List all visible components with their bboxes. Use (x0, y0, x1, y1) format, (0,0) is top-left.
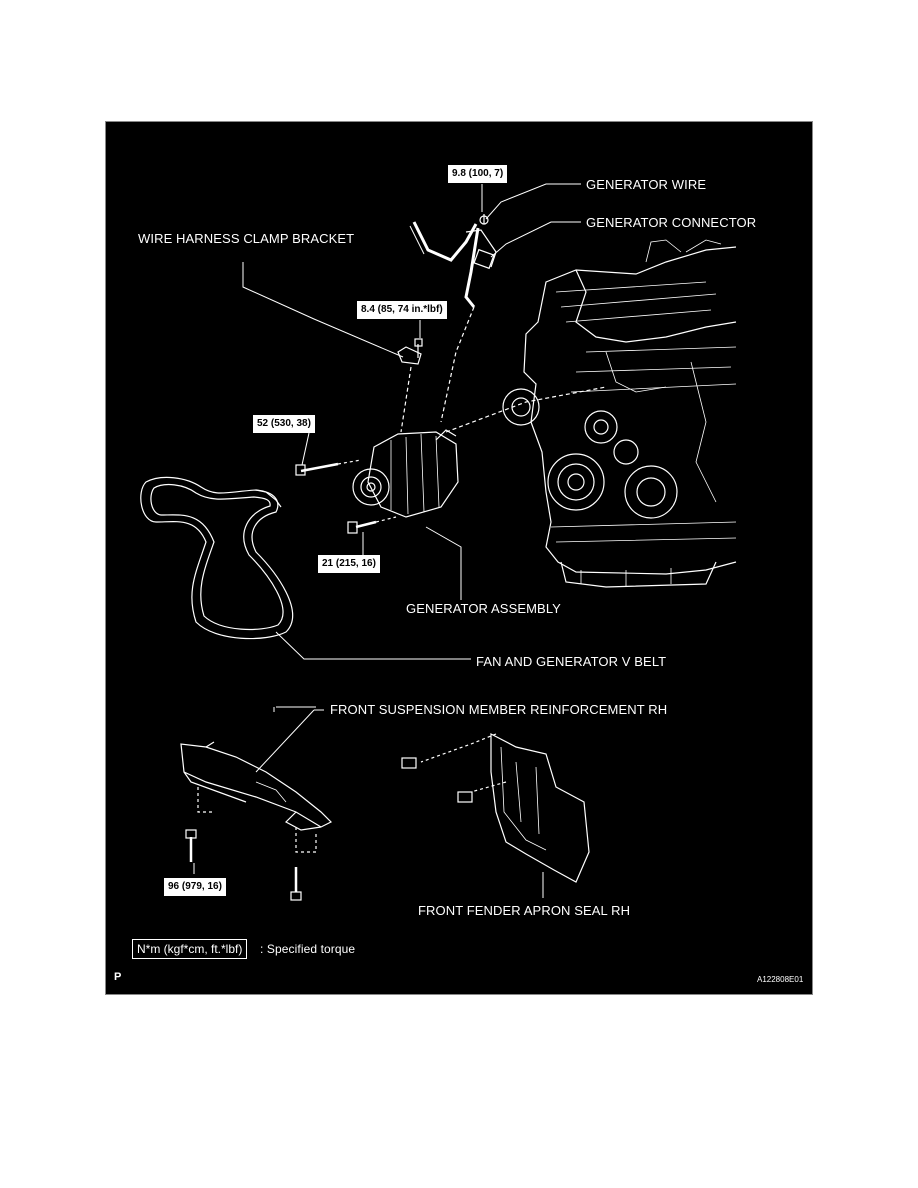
torque-lower-bolt: 21 (215, 16) (318, 555, 380, 573)
clamp-bracket-illustration (397, 338, 423, 433)
wire-harness-clamp-bracket-label: WIRE HARNESS CLAMP BRACKET (138, 231, 355, 246)
torque-generator-wire-nut: 9.8 (100, 7) (448, 165, 508, 183)
reinforcement-illustration (180, 741, 333, 901)
generator-bolts-illustration (295, 459, 397, 534)
diagram-drawing (140, 183, 737, 901)
torque-upper-bolt: 52 (530, 38) (253, 415, 315, 433)
torque-unit-legend-box: N*m (kgf*cm, ft.*lbf) (132, 939, 248, 959)
apron-seal-illustration (401, 733, 590, 883)
diagram-frame: GENERATOR WIRE GENERATOR CONNECTOR WIRE … (105, 121, 813, 995)
page-letter: P (114, 971, 122, 983)
generator-connector-label: GENERATOR CONNECTOR (586, 215, 757, 230)
apron-seal-label: FRONT FENDER APRON SEAL RH (418, 903, 631, 918)
torque-reinforcement-bolt: 96 (979, 16) (164, 878, 226, 896)
engine-block-illustration (502, 239, 737, 588)
figure-id: A122808E01 (757, 975, 804, 984)
reinforcement-label: FRONT SUSPENSION MEMBER REINFORCEMENT RH (330, 702, 668, 717)
v-belt-illustration (140, 476, 294, 640)
leader-lines (193, 183, 581, 898)
generator-assembly-label: GENERATOR ASSEMBLY (406, 601, 561, 616)
generator-wire-label: GENERATOR WIRE (586, 177, 707, 192)
generator-wire-illustration (409, 214, 497, 423)
torque-unit-legend-text: : Specified torque (260, 942, 356, 956)
generator-assembly-illustration (352, 386, 607, 518)
v-belt-label: FAN AND GENERATOR V BELT (476, 654, 667, 669)
torque-clamp-bracket-bolt: 8.4 (85, 74 in.*lbf) (357, 301, 447, 319)
